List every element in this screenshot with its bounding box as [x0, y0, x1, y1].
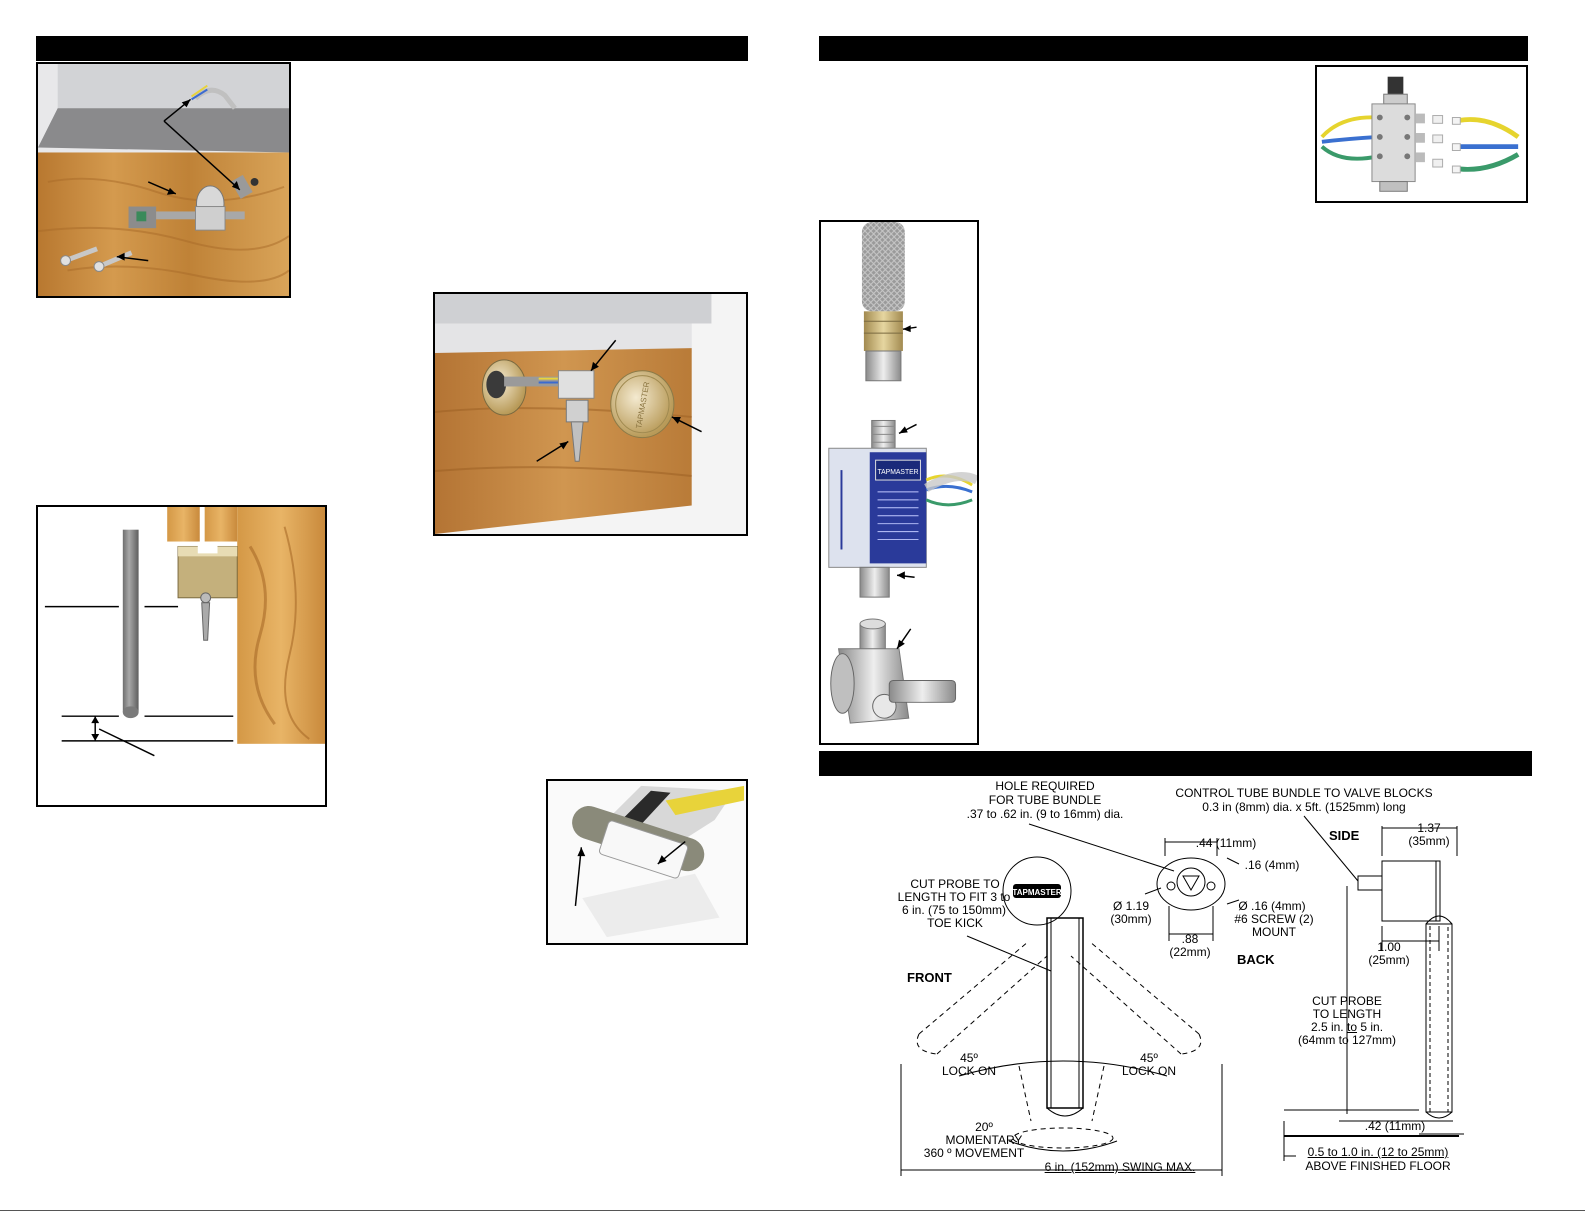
lock-right-1: 45º	[1140, 1051, 1158, 1065]
lock-left-1: 45º	[960, 1051, 978, 1065]
dia-119-2: (30mm)	[1110, 912, 1152, 926]
cut-probe2-to: to	[1347, 1020, 1358, 1034]
photo-valve-block-tubes	[1315, 65, 1528, 203]
screw-label-1: #6 SCREW (2)	[1234, 912, 1314, 926]
hole-label-2: FOR TUBE BUNDLE	[988, 793, 1102, 807]
swing-max: 6 in. (152mm) SWING MAX.	[1044, 1160, 1196, 1174]
dim-100-1: 1.00	[1377, 940, 1401, 954]
floor-label-2: ABOVE FINISHED FLOOR	[1305, 1159, 1451, 1173]
cut-probe-label-2: LENGTH TO FIT 3 to	[897, 890, 1011, 904]
cut-probe2-min: 2.5 in.	[1310, 1020, 1344, 1034]
dim-016-b: Ø .16 (4mm)	[1238, 899, 1306, 913]
cut-probe2-max: 5 in.	[1360, 1020, 1384, 1034]
momentary-1: 20º	[975, 1120, 993, 1134]
control-label-1: CONTROL TUBE BUNDLE TO VALVE BLOCKS	[1175, 786, 1433, 800]
dim-100-2: (25mm)	[1368, 953, 1410, 967]
dim-044: .44 (11mm)	[1195, 836, 1257, 850]
cut-probe2-label-1: CUT PROBE	[1312, 994, 1382, 1008]
dim-088-1: .88	[1181, 932, 1199, 946]
momentary-2: MOMENTARY	[945, 1133, 1023, 1147]
photo-cut-sleeve	[546, 779, 748, 945]
photo-toe-kick-valve: TAPMASTER	[433, 292, 748, 536]
photo-cabinet-install	[36, 62, 291, 298]
lock-right-2: LOCK ON	[1121, 1064, 1176, 1078]
photo-supply-components: TAPMASTER	[819, 220, 979, 745]
side-label: SIDE	[1329, 828, 1360, 843]
cut-probe-label-3: 6 in. (75 to 150mm)	[901, 903, 1007, 917]
section-bar-right-top	[819, 36, 1528, 61]
dim-137-1: 1.37	[1417, 821, 1441, 835]
valve-block-logo-text: TAPMASTER	[877, 469, 918, 476]
section-bar-right-mid	[819, 751, 1532, 776]
dia-119-1: Ø 1.19	[1112, 899, 1150, 913]
front-logo-text: TAPMASTER	[1012, 888, 1061, 897]
hole-label-1: HOLE REQUIRED	[995, 779, 1095, 793]
dim-042: .42 (11mm)	[1364, 1119, 1426, 1133]
dimension-drawing: TAPMASTER HOLE REQUIRED FOR TUBE BUNDLE …	[819, 776, 1532, 1196]
screw-label-2: MOUNT	[1252, 925, 1296, 939]
control-label-2: 0.3 in (8mm) dia. x 5ft. (1525mm) long	[1202, 800, 1406, 814]
dim-088-2: (22mm)	[1169, 945, 1211, 959]
momentary-3: 360 º MOVEMENT	[923, 1146, 1025, 1160]
hole-label-3: .37 to .62 in. (9 to 16mm) dia.	[966, 807, 1124, 821]
cut-probe2-label-2: TO LENGTH	[1312, 1007, 1382, 1021]
lock-left-2: LOCK ON	[941, 1064, 996, 1078]
page-bottom-rule	[0, 1210, 1585, 1211]
cut-probe-label-4: TOE KICK	[927, 916, 983, 930]
front-label: FRONT	[907, 970, 952, 985]
cut-probe-label-1: CUT PROBE TO	[910, 877, 1000, 891]
cut-probe2-label-4: (64mm to 127mm)	[1297, 1033, 1397, 1047]
dim-016-a: .16 (4mm)	[1244, 858, 1300, 872]
section-bar-left-top	[36, 36, 748, 61]
back-label: BACK	[1237, 952, 1275, 967]
floor-label-1: 0.5 to 1.0 in. (12 to 25mm)	[1307, 1145, 1449, 1159]
photo-probe-length	[36, 505, 327, 807]
cut-probe2-label-3: 2.5 in. to 5 in.	[1289, 1021, 1405, 1034]
dim-137-2: (35mm)	[1408, 834, 1450, 848]
